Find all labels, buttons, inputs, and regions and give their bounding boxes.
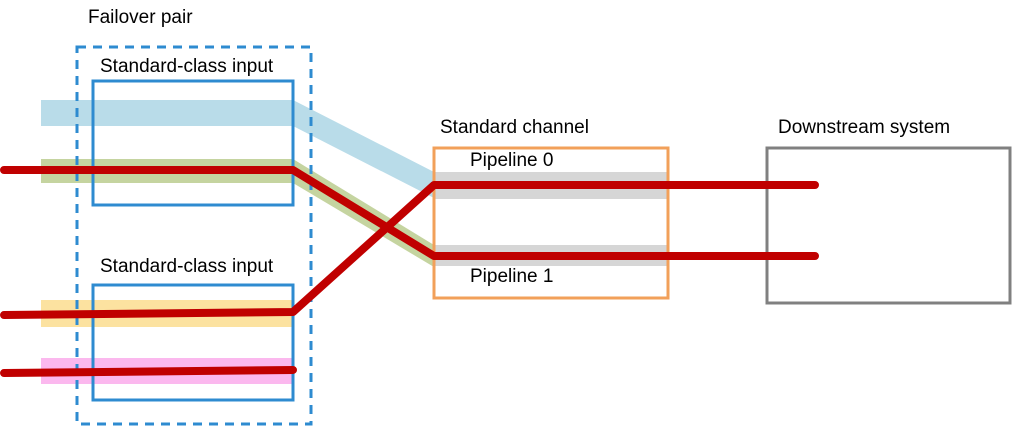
flow-line-bottom-to-pipeline-0 — [0, 181, 819, 319]
label-standard-class-input-top: Standard-class input — [100, 56, 274, 77]
flow-bands — [41, 100, 668, 384]
flow-line-standby — [0, 366, 297, 377]
blue-band — [41, 100, 434, 198]
label-downstream-system: Downstream system — [778, 117, 951, 138]
label-pipeline-1: Pipeline 1 — [470, 266, 554, 287]
standard-channel-box — [432, 146, 670, 300]
label-pipeline-0: Pipeline 0 — [470, 150, 554, 171]
flow-line-top-to-pipeline-1 — [0, 166, 819, 260]
label-standard-channel: Standard channel — [440, 117, 589, 138]
failover-pair-group-box — [75, 45, 313, 426]
green-band — [41, 159, 434, 267]
flow-lines — [0, 166, 819, 377]
label-failover-pair: Failover pair — [88, 7, 193, 28]
standard-input-box-top — [91, 79, 295, 207]
standard-input-box-bottom — [91, 283, 295, 402]
downstream-system-box — [765, 146, 1012, 305]
label-standard-class-input-bottom: Standard-class input — [100, 256, 274, 277]
